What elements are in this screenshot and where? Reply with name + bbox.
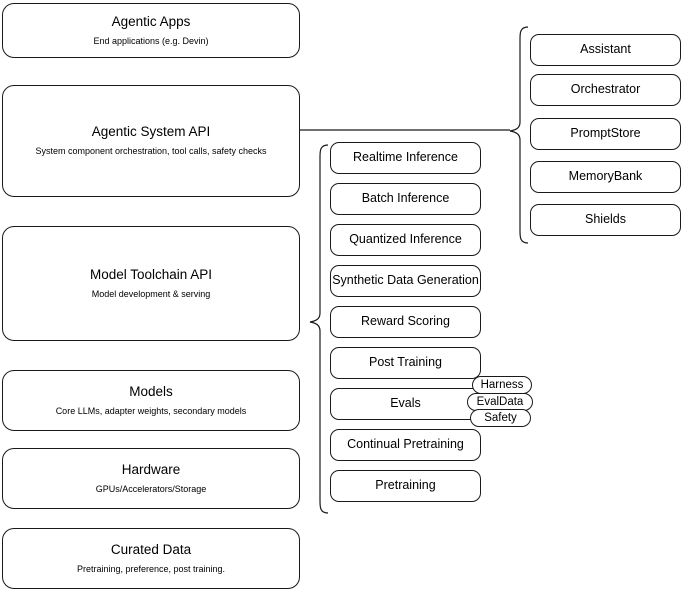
- capability-label: Reward Scoring: [361, 314, 450, 329]
- layer-subtitle: System component orchestration, tool cal…: [35, 146, 267, 157]
- capability-label: Realtime Inference: [353, 150, 458, 165]
- component-label: PromptStore: [570, 126, 641, 141]
- layer-models[interactable]: Models Core LLMs, adapter weights, secon…: [2, 370, 300, 431]
- capability-synthetic-data-generation[interactable]: Synthetic Data Generation: [330, 265, 481, 297]
- capability-post-training[interactable]: Post Training: [330, 347, 481, 379]
- layer-title: Model Toolchain API: [89, 266, 213, 282]
- eval-pill-label: EvalData: [476, 396, 524, 408]
- capability-continual-pretraining[interactable]: Continual Pretraining: [330, 429, 481, 461]
- layer-subtitle: End applications (e.g. Devin): [93, 35, 209, 46]
- eval-pill-label: Safety: [484, 412, 517, 424]
- layer-subtitle: GPUs/Accelerators/Storage: [95, 483, 207, 494]
- layer-title: Agentic System API: [91, 124, 211, 140]
- capability-evals[interactable]: Evals: [330, 388, 481, 420]
- component-orchestrator[interactable]: Orchestrator: [530, 74, 681, 106]
- layer-subtitle: Pretraining, preference, post training.: [76, 563, 226, 574]
- brace-components: [509, 26, 529, 244]
- capability-reward-scoring[interactable]: Reward Scoring: [330, 306, 481, 338]
- layer-hardware[interactable]: Hardware GPUs/Accelerators/Storage: [2, 448, 300, 509]
- layer-subtitle: Model development & serving: [91, 288, 211, 299]
- layer-title: Curated Data: [110, 541, 192, 557]
- capability-label: Post Training: [369, 355, 442, 370]
- brace-capabilities: [309, 144, 329, 514]
- component-assistant[interactable]: Assistant: [530, 34, 681, 66]
- capability-realtime-inference[interactable]: Realtime Inference: [330, 142, 481, 174]
- eval-pill-safety[interactable]: Safety: [470, 409, 531, 427]
- component-promptstore[interactable]: PromptStore: [530, 118, 681, 150]
- layer-subtitle: Core LLMs, adapter weights, secondary mo…: [55, 405, 247, 416]
- layer-agentic-apps[interactable]: Agentic Apps End applications (e.g. Devi…: [2, 3, 300, 58]
- capability-label: Batch Inference: [361, 191, 450, 206]
- capability-label: Evals: [390, 396, 421, 411]
- capability-batch-inference[interactable]: Batch Inference: [330, 183, 481, 215]
- capability-label: Quantized Inference: [349, 232, 462, 247]
- component-label: MemoryBank: [568, 169, 643, 184]
- layer-agentic-system-api[interactable]: Agentic System API System component orch…: [2, 85, 300, 197]
- capability-quantized-inference[interactable]: Quantized Inference: [330, 224, 481, 256]
- eval-pill-harness[interactable]: Harness: [472, 376, 532, 394]
- layer-title: Models: [129, 383, 173, 399]
- capability-pretraining[interactable]: Pretraining: [330, 470, 481, 502]
- component-memorybank[interactable]: MemoryBank: [530, 161, 681, 193]
- eval-pill-label: Harness: [480, 379, 524, 391]
- layer-title: Hardware: [121, 461, 181, 477]
- layer-model-toolchain-api[interactable]: Model Toolchain API Model development & …: [2, 226, 300, 341]
- component-label: Shields: [585, 212, 626, 227]
- component-shields[interactable]: Shields: [530, 204, 681, 236]
- capability-label: Synthetic Data Generation: [332, 273, 479, 288]
- layer-curated-data[interactable]: Curated Data Pretraining, preference, po…: [2, 528, 300, 589]
- layer-title: Agentic Apps: [111, 13, 191, 29]
- capability-label: Continual Pretraining: [347, 437, 464, 452]
- capability-label: Pretraining: [375, 478, 436, 493]
- component-label: Assistant: [580, 42, 631, 57]
- component-label: Orchestrator: [570, 82, 641, 97]
